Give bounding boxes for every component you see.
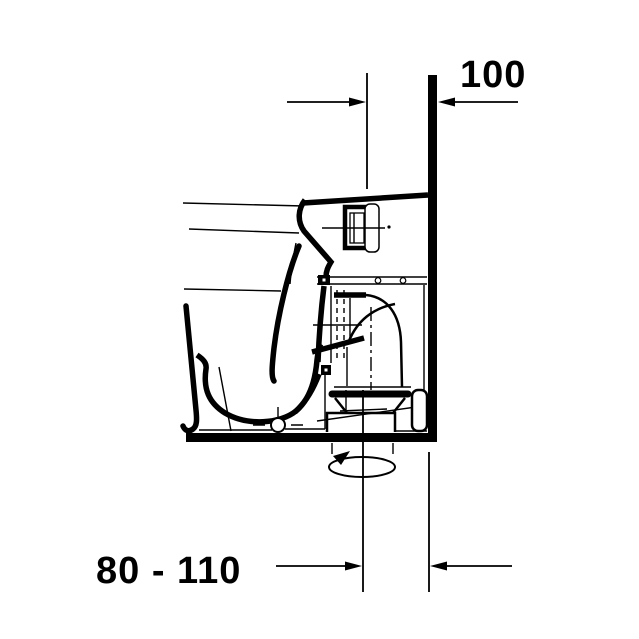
trap-sump-curve (195, 342, 324, 425)
toilet-bowl-outline (180, 192, 429, 434)
rim-top-line (182, 202, 305, 207)
flush-pipe-channel (313, 286, 362, 363)
bowl-water-line (183, 288, 282, 292)
back-channel-upper-line (296, 198, 335, 278)
wall-section-bar (428, 75, 437, 442)
wall-and-floor (186, 75, 437, 442)
dimension-top-label: 100 (460, 54, 526, 96)
connector-body-box (325, 411, 397, 432)
dimension-arrow-icon (430, 561, 447, 571)
valve-centerline-dot (387, 225, 391, 229)
drain-connector (316, 285, 429, 454)
dimension-arrow-icon (345, 561, 362, 571)
front-wall-line (180, 303, 200, 434)
elbow-inner-curve (347, 302, 396, 342)
rotation-arrow-icon (328, 451, 396, 478)
channel-dashed-lines (336, 290, 345, 360)
rim-inner-line (188, 228, 300, 234)
rail-clamp-bottom-center (324, 368, 328, 372)
drain-hole-circle (270, 417, 286, 433)
dimension-bottom: 80 - 110 (96, 390, 512, 592)
mounting-rail (317, 275, 427, 375)
dimension-arrow-icon (349, 97, 366, 107)
floor-section-bar (186, 433, 437, 442)
connector-diagonal-line (316, 405, 424, 422)
rail-lines (317, 276, 427, 285)
elbow-outer-curve (365, 293, 404, 388)
wall-outlet-socket (410, 388, 429, 433)
ceramic-top-line (302, 192, 429, 206)
rotation-arrowhead (333, 451, 350, 465)
dimension-arrow-icon (438, 97, 455, 107)
base-line (199, 428, 325, 431)
bowl-outlet-diagonal (311, 335, 365, 355)
rail-screw-hole-2 (399, 277, 407, 284)
outlet-elbow (334, 292, 411, 390)
flush-channel-j-curve (269, 243, 302, 384)
pedestal-inner-line (218, 366, 232, 432)
below-floor-pipe-lines (331, 443, 394, 454)
dimension-bottom-label: 80 - 110 (96, 550, 241, 592)
drain-hole-marker-icon (253, 407, 303, 433)
flush-valve-connector (322, 203, 391, 253)
rail-screw-hole-1 (374, 277, 382, 284)
rotation-ellipse (328, 456, 396, 478)
rail-clamp-top-center (322, 278, 326, 282)
dimension-top: 100 (287, 54, 526, 189)
